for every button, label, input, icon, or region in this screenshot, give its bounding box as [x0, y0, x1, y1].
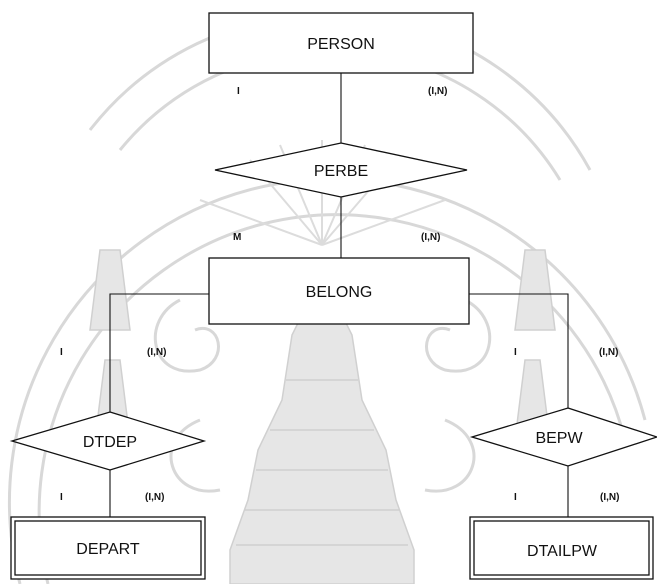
card-person-perbe-right: (I,N) — [428, 86, 447, 97]
entity-depart: DEPART — [10, 516, 206, 580]
relationship-dtdep: DTDEP — [9, 411, 207, 471]
entity-belong-label: BELONG — [306, 284, 373, 301]
line-belong-dtdep — [109, 293, 209, 412]
relationship-bepw: BEPW — [469, 407, 657, 467]
cardinality-labels: I (I,N) M (I,N) I (I,N) I (I,N) I (I,N) … — [60, 86, 619, 503]
line-belong-bepw — [469, 293, 569, 408]
relationship-lines — [109, 73, 569, 517]
card-dtailpw-right: (I,N) — [600, 492, 619, 503]
entity-dtailpw-label: DTAILPW — [527, 543, 598, 560]
card-depart-right: (I,N) — [145, 492, 164, 503]
card-dtdep-top-left: I — [60, 347, 63, 358]
card-person-perbe-left: I — [237, 86, 240, 97]
entity-depart-label: DEPART — [76, 541, 140, 558]
card-perbe-belong-right: (I,N) — [421, 232, 440, 243]
entity-belong: BELONG — [208, 257, 470, 325]
entity-dtailpw: DTAILPW — [469, 516, 654, 580]
card-bepw-top-left: I — [514, 347, 517, 358]
entity-person: PERSON — [208, 12, 474, 74]
relationship-bepw-label: BEPW — [535, 430, 583, 447]
relationship-perbe: PERBE — [214, 142, 468, 198]
card-depart-left: I — [60, 492, 63, 503]
entity-person-label: PERSON — [307, 36, 375, 53]
card-dtdep-top-right: (I,N) — [147, 347, 166, 358]
relationship-perbe-label: PERBE — [314, 163, 368, 180]
relationship-dtdep-label: DTDEP — [83, 434, 137, 451]
card-bepw-top-right: (I,N) — [599, 347, 618, 358]
card-dtailpw-left: I — [514, 492, 517, 503]
card-perbe-belong-left: M — [233, 232, 241, 243]
